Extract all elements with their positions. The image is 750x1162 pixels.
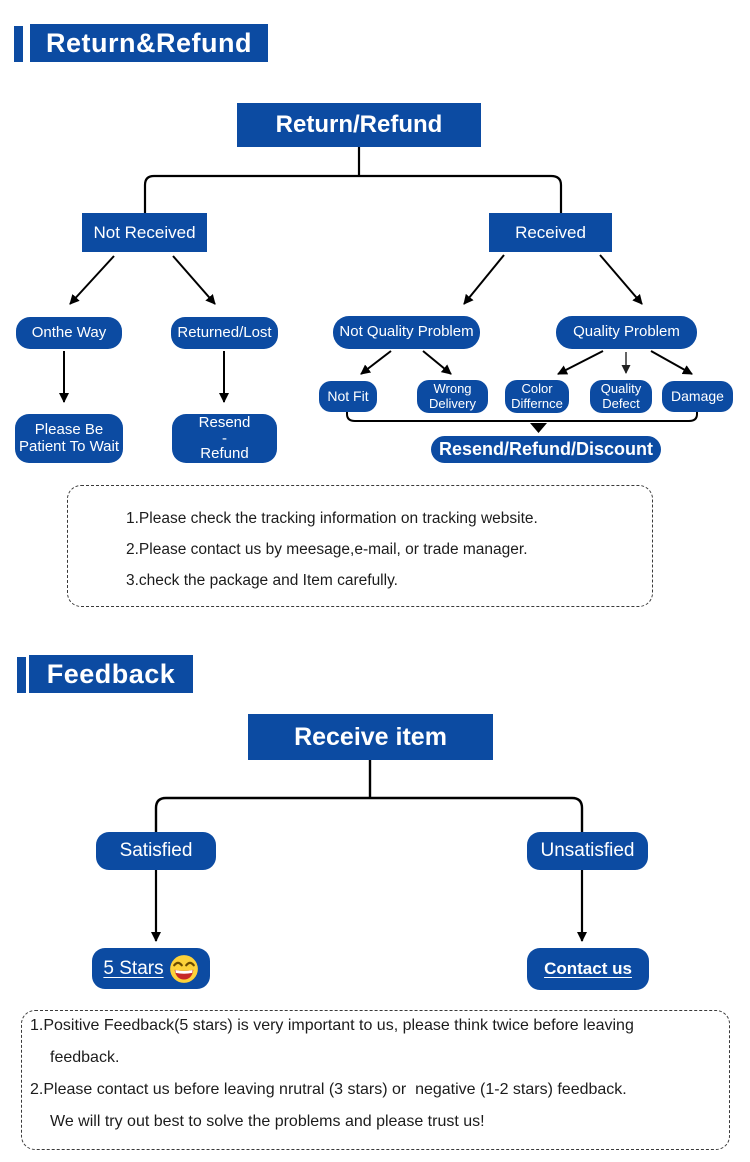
return-note-2: 2.Please contact us by meesage,e-mail, o… <box>126 541 528 558</box>
node-resend-refund: Resend - Refund <box>172 414 277 463</box>
section-accent-bar <box>17 657 26 693</box>
node-satisfied: Satisfied <box>96 832 216 870</box>
node-not-fit: Not Fit <box>319 381 377 412</box>
return-note-3: 3.check the package and Item carefully. <box>126 572 398 589</box>
feedback-heading: Feedback <box>29 655 193 693</box>
node-receive-item: Receive item <box>248 714 493 760</box>
feedback-note-1: 1.Positive Feedback(5 stars) is very imp… <box>30 1017 634 1034</box>
feedback-note-2b: We will try out best to solve the proble… <box>50 1113 485 1130</box>
return-note-1: 1.Please check the tracking information … <box>126 510 538 527</box>
node-not-quality-problem: Not Quality Problem <box>333 316 480 349</box>
laughing-emoji-icon <box>169 954 198 983</box>
node-received: Received <box>489 213 612 252</box>
feedback-note-2: 2.Please contact us before leaving nrutr… <box>30 1081 627 1098</box>
feedback-flow-lines <box>154 760 584 832</box>
resolution-arrowhead <box>530 423 547 433</box>
five-stars-label: 5 Stars <box>103 957 164 979</box>
feedback-notes-box <box>21 1010 730 1150</box>
node-return-refund: Return/Refund <box>237 103 481 147</box>
feedback-note-1b: feedback. <box>50 1049 120 1066</box>
node-not-received: Not Received <box>82 213 207 252</box>
node-wrong-delivery: Wrong Delivery <box>417 380 488 413</box>
return-notes-box <box>67 485 653 607</box>
node-unsatisfied: Unsatisfied <box>527 832 648 870</box>
section-accent-bar <box>14 26 23 62</box>
resolution-bracket <box>346 412 698 422</box>
node-resend-refund-discount: Resend/Refund/Discount <box>431 436 661 463</box>
node-returned-lost: Returned/Lost <box>171 317 278 349</box>
node-please-be-patient: Please Be Patient To Wait <box>15 414 123 463</box>
feedback-flow-arrows <box>151 870 587 942</box>
node-color-differnce: Color Differnce <box>505 380 569 413</box>
node-contact-us: Contact us <box>527 948 649 990</box>
node-five-stars: 5 Stars <box>92 948 210 989</box>
node-damage: Damage <box>662 381 733 412</box>
contact-us-label: Contact us <box>544 959 632 979</box>
return-flow-lines <box>143 147 563 213</box>
node-onthe-way: Onthe Way <box>16 317 122 349</box>
return-refund-heading: Return&Refund <box>30 24 268 62</box>
node-quality-problem: Quality Problem <box>556 316 697 349</box>
node-quality-defect: Quality Defect <box>590 380 652 413</box>
